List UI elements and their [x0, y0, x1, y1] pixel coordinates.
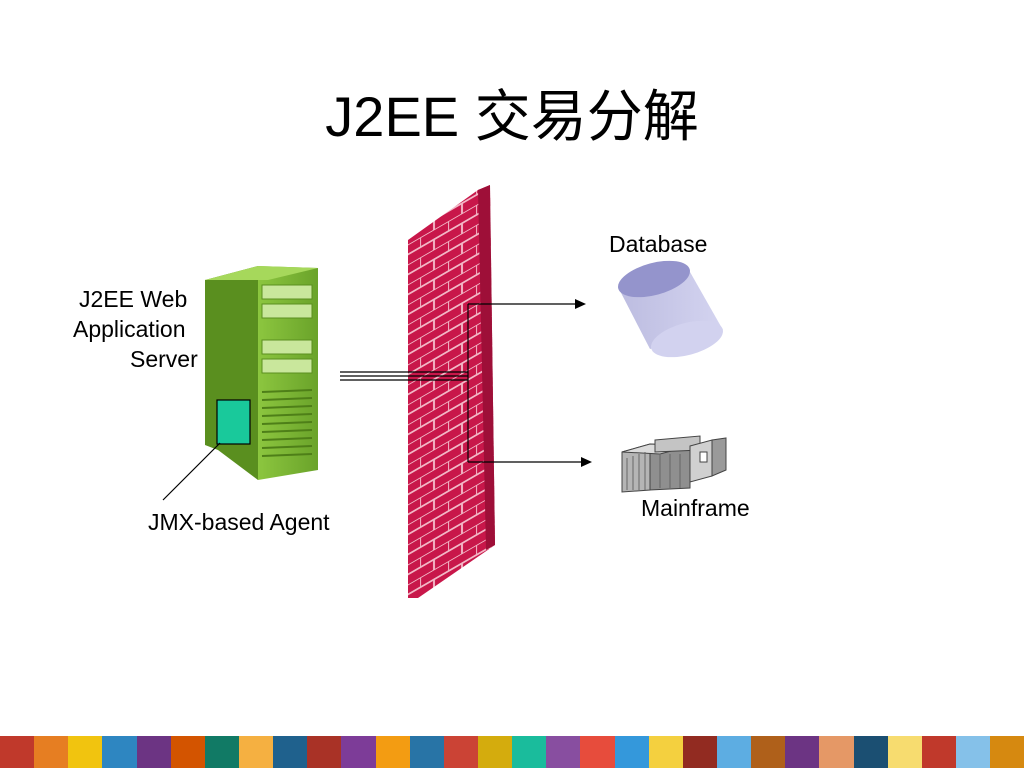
database-icon — [618, 260, 723, 358]
arrow-to-mainframe — [581, 457, 592, 467]
database-label: Database — [609, 231, 708, 257]
agent-label: JMX-based Agent — [148, 509, 330, 535]
arrow-to-database — [575, 299, 586, 309]
server-label-line2: Application — [73, 316, 186, 342]
connector-lines — [340, 303, 585, 463]
mainframe-label: Mainframe — [641, 495, 750, 521]
server-icon — [205, 266, 318, 480]
slide-title: J2EE 交易分解 — [325, 85, 699, 148]
server-label-line1: J2EE Web — [79, 286, 188, 312]
agent-box — [216, 399, 251, 445]
agent-pointer-line — [162, 442, 221, 501]
decorative-footer-strip — [0, 736, 1024, 768]
mainframe-icon — [621, 435, 727, 493]
firewall-icon — [408, 185, 495, 598]
server-label-line3: Server — [130, 346, 198, 372]
